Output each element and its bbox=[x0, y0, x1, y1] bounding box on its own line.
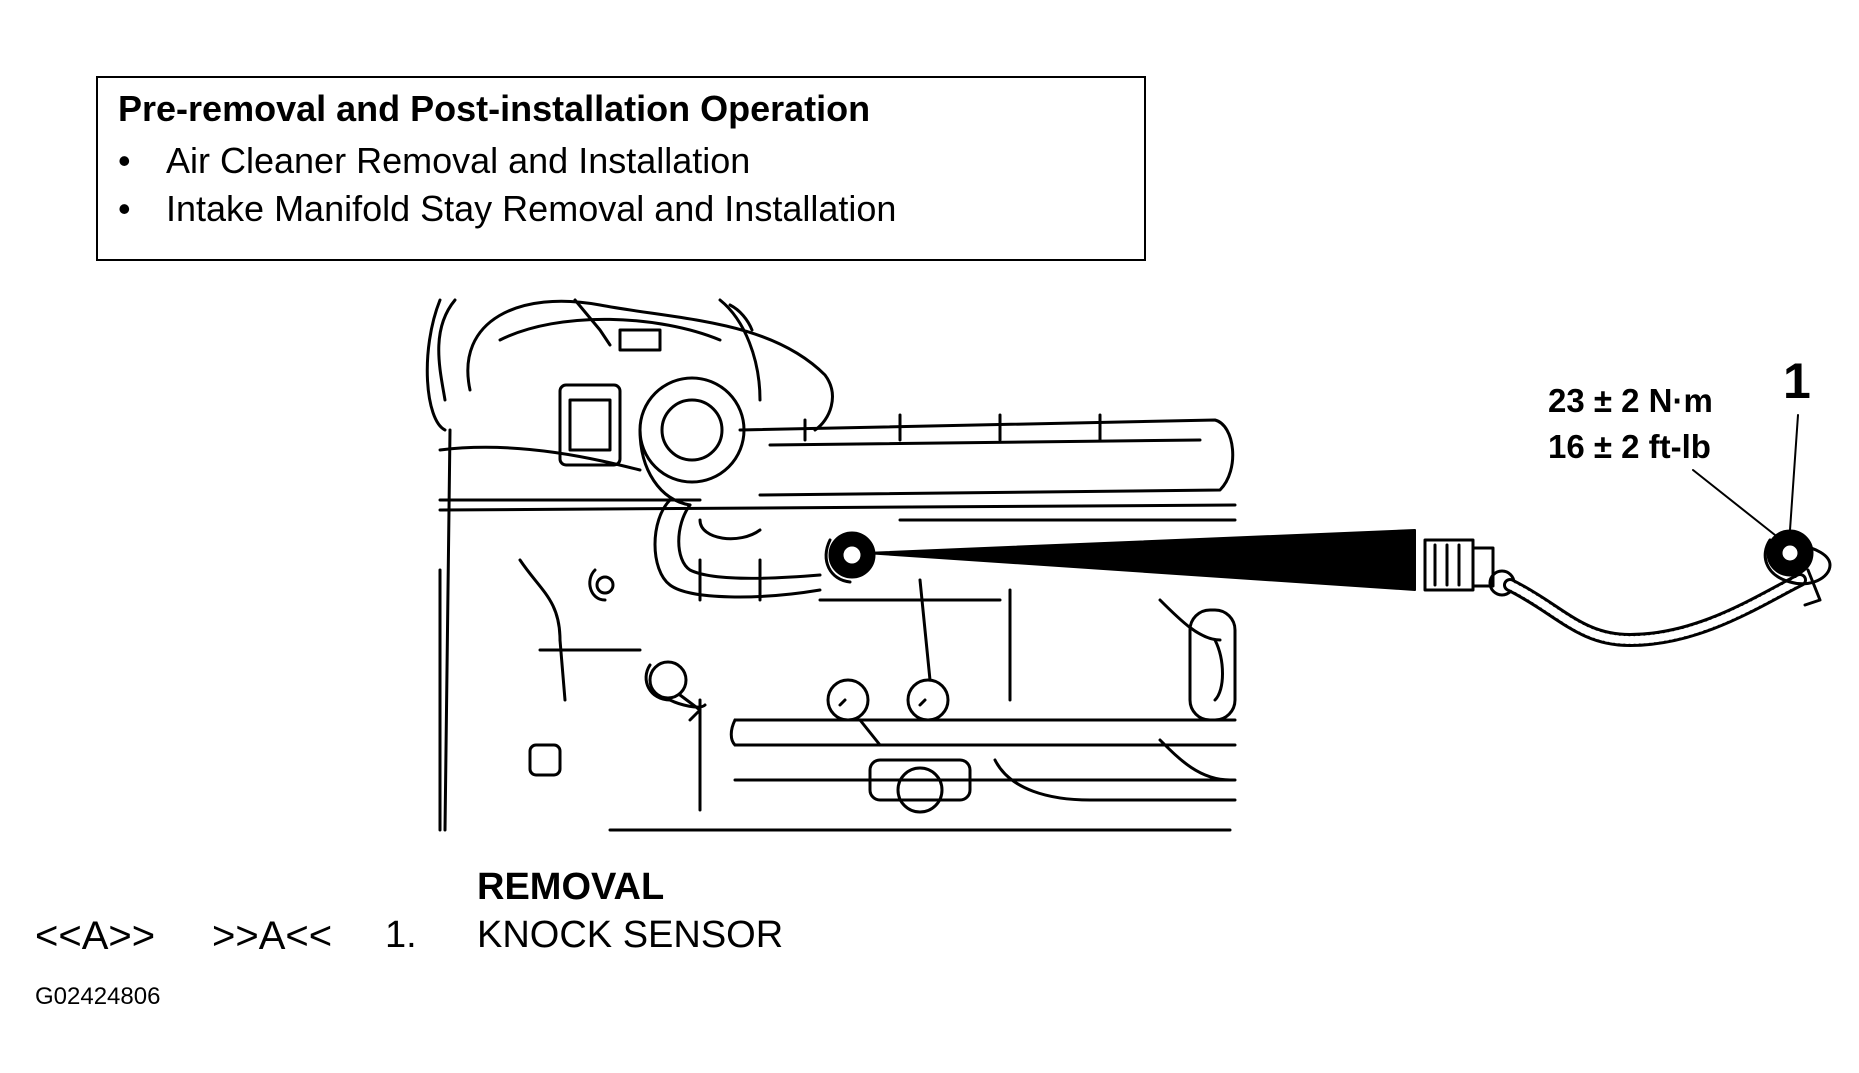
operation-box-title: Pre-removal and Post-installation Operat… bbox=[118, 88, 871, 129]
torque-nm-label: 23 ± 2 N·m bbox=[1548, 382, 1713, 419]
bullet-icon: • bbox=[118, 188, 131, 229]
operation-item: • Air Cleaner Removal and Installation bbox=[118, 140, 750, 182]
operation-item-label: Intake Manifold Stay Removal and Install… bbox=[166, 188, 897, 229]
operation-item: • Intake Manifold Stay Removal and Instal… bbox=[118, 188, 896, 230]
torque-ftlb-label: 16 ± 2 ft-lb bbox=[1548, 428, 1711, 465]
removal-service-code: <<A>> bbox=[35, 914, 156, 958]
figure-id: G02424806 bbox=[35, 983, 161, 1010]
callout-number: 1 bbox=[1783, 353, 1811, 409]
operation-item-label: Air Cleaner Removal and Installation bbox=[166, 140, 751, 181]
bullet-icon: • bbox=[118, 140, 131, 181]
installation-service-code: >>A<< bbox=[212, 914, 333, 958]
removal-title: REMOVAL bbox=[477, 866, 665, 908]
callout-leader-line bbox=[1789, 414, 1799, 531]
knock-sensor-detail bbox=[1423, 529, 1832, 647]
item-part-name: KNOCK SENSOR bbox=[477, 914, 784, 956]
item-number: 1. bbox=[385, 914, 417, 956]
detail-pointer-wedge bbox=[864, 529, 1416, 591]
pre-removal-operation-box: Pre-removal and Post-installation Operat… bbox=[96, 76, 1146, 261]
torque-leader-line bbox=[1692, 469, 1776, 536]
engine-block-illustration bbox=[425, 298, 1237, 832]
